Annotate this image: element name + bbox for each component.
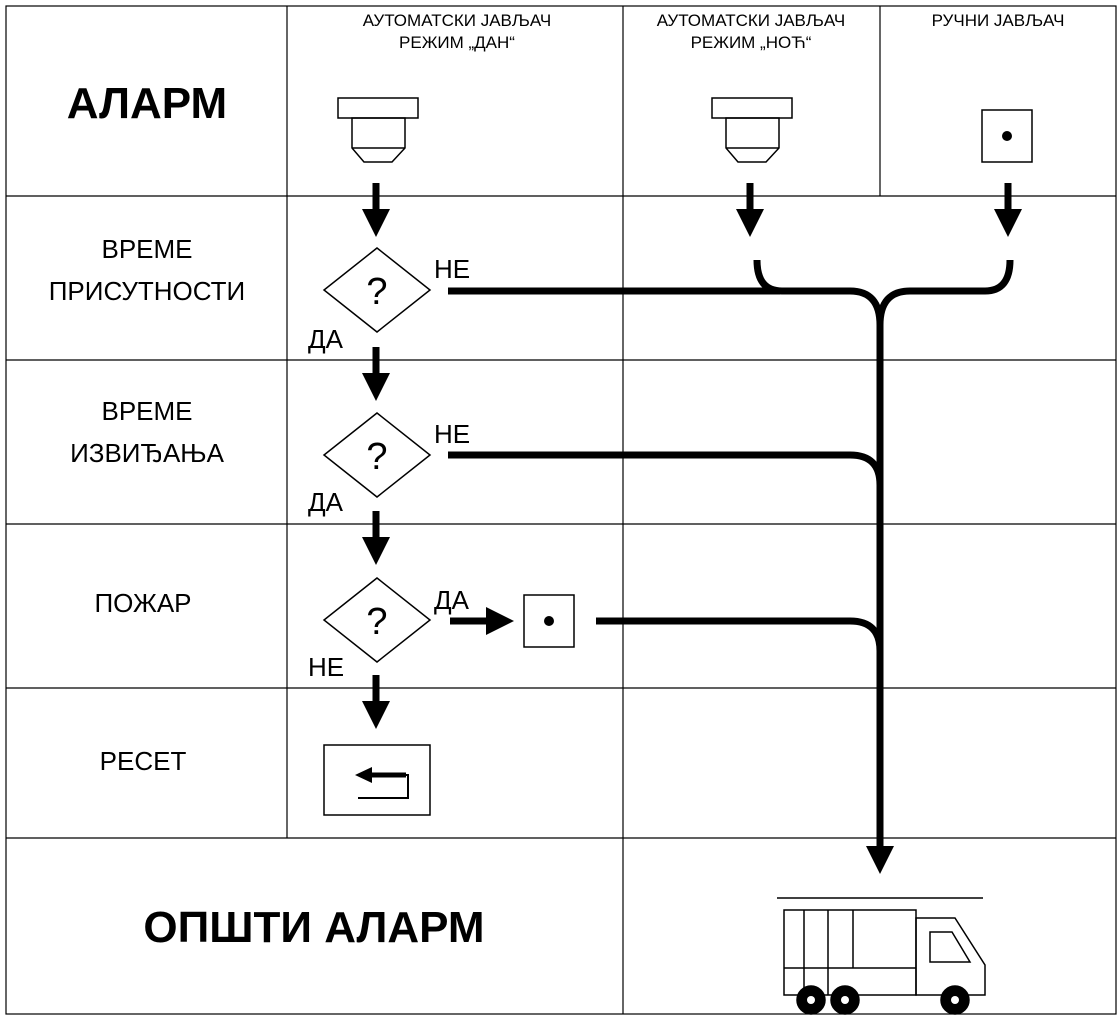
alarm-bus-lines (448, 260, 1010, 651)
label-no: НЕ (434, 419, 470, 449)
column-header-auto-day-line1: АУТОМАТСКИ ЈАВЉАЧ (363, 11, 551, 30)
row-label-siren-time-line2: ИЗВИЂАЊА (70, 438, 225, 468)
row-label-siren-time-line1: ВРЕМЕ (101, 396, 192, 426)
page-title: АЛАРМ (67, 79, 227, 128)
decision-presence: ? НЕ ДА (308, 248, 470, 354)
fire-truck-icon (777, 898, 985, 1014)
label-yes: ДА (434, 585, 470, 615)
column-header-auto-day-line2: РЕЖИМ „ДАН“ (399, 33, 515, 52)
row-label-fire: ПОЖАР (94, 588, 191, 618)
column-header-auto-night-line2: РЕЖИМ „НОЋ“ (691, 33, 812, 52)
decision-symbol: ? (366, 601, 387, 643)
decision-symbol: ? (366, 436, 387, 478)
decision-siren: ? НЕ ДА (308, 413, 470, 517)
row-label-presence-time-line2: ПРИСУТНОСТИ (49, 276, 246, 306)
grid (6, 6, 1116, 1014)
column-header-auto-night-line1: АУТОМАТСКИ ЈАВЉАЧ (657, 11, 845, 30)
decision-symbol: ? (366, 271, 387, 313)
row-label-reset: РЕСЕТ (100, 746, 187, 776)
manual-call-point-icon (524, 595, 574, 647)
label-no: НЕ (308, 652, 344, 682)
label-yes: ДА (308, 324, 344, 354)
decision-fire: ? ДА НЕ (308, 578, 470, 682)
column-header-manual: РУЧНИ ЈАВЉАЧ (932, 11, 1065, 30)
smoke-detector-icon (338, 98, 418, 162)
label-no: НЕ (434, 254, 470, 284)
reset-arrow-icon (324, 745, 430, 815)
flow-arrows (376, 183, 1008, 860)
smoke-detector-icon (712, 98, 792, 162)
manual-call-point-icon (982, 110, 1032, 162)
row-label-presence-time-line1: ВРЕМЕ (101, 234, 192, 264)
label-yes: ДА (308, 487, 344, 517)
footer-title: ОПШТИ АЛАРМ (143, 903, 484, 952)
